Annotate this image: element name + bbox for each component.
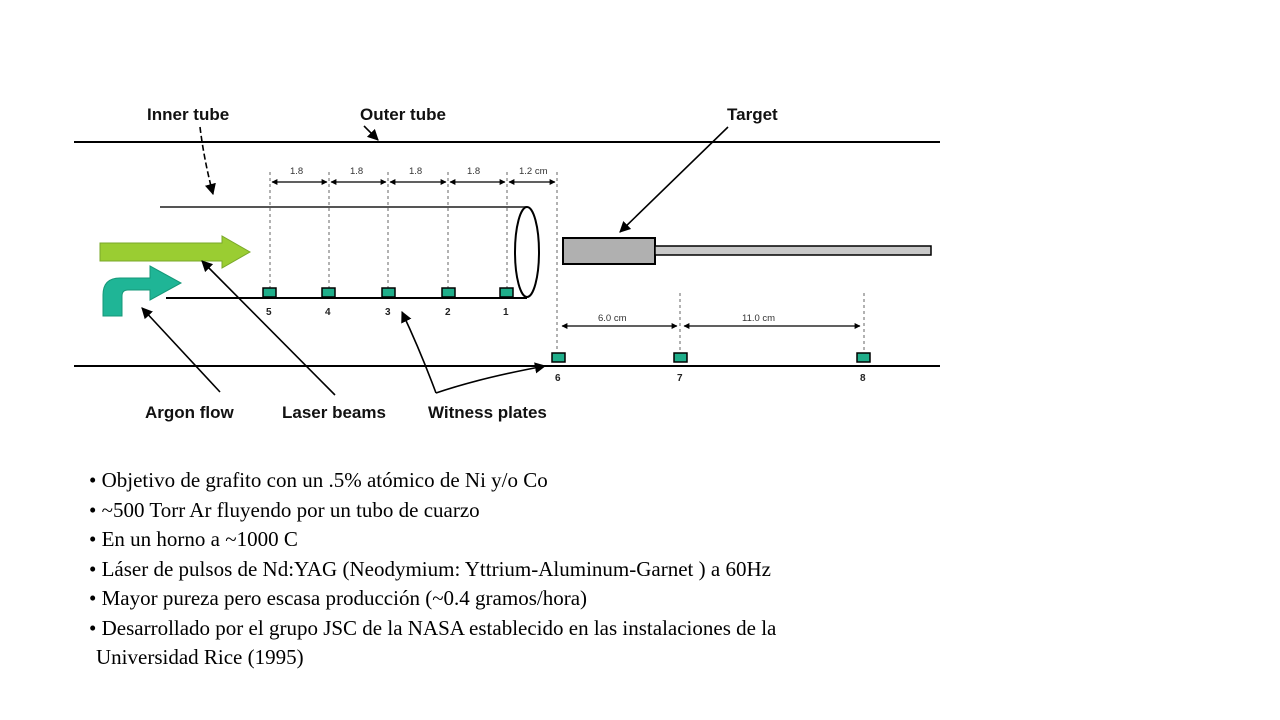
- dimension-label-3: 1.8: [409, 166, 422, 177]
- inner-tube-end-ellipse: [514, 206, 540, 298]
- dimension-label-4: 1.8: [467, 166, 480, 177]
- plate-number-5: 5: [266, 307, 272, 318]
- bullet-item-developed-continuation: Universidad Rice (1995): [96, 645, 304, 669]
- plate-number-2: 2: [445, 307, 451, 318]
- target-block: [562, 237, 656, 265]
- inner-tube-label: Inner tube: [147, 105, 229, 124]
- bullet-list: • Objetivo de grafito con un .5% atómico…: [89, 466, 1089, 673]
- plate-number-8: 8: [860, 373, 866, 384]
- dimension-label-1: 1.8: [290, 166, 303, 177]
- dimension-label-6cm: 6.0 cm: [598, 313, 627, 324]
- bullet-item-argon: • ~500 Torr Ar fluyendo por un tubo de c…: [89, 497, 480, 522]
- argon-flow-arrow: [102, 265, 183, 317]
- bullet-item-purity: • Mayor pureza pero escasa producción (~…: [89, 586, 588, 610]
- argon-flow-label: Argon flow: [145, 403, 235, 422]
- target-rod: [654, 245, 932, 256]
- laser-ablation-diagram: 1.8 1.8 1.8 1.8 1.2 cm 6.0 cm 11.0 cm 5 …: [74, 105, 940, 422]
- witness-plates-label: Witness plates: [428, 403, 547, 422]
- plate-number-7: 7: [677, 373, 683, 384]
- label-pointer-arrows: [141, 125, 729, 396]
- dimension-guides-bottom: [679, 293, 865, 352]
- dimension-label-11cm: 11.0 cm: [742, 313, 775, 324]
- outer-tube-label: Outer tube: [360, 105, 446, 124]
- plate-number-1: 1: [503, 307, 509, 318]
- dimension-guides-top: [269, 172, 558, 352]
- bullet-item-developed: • Desarrollado por el grupo JSC de la NA…: [89, 615, 777, 640]
- target-label: Target: [727, 105, 778, 124]
- dimension-label-5: 1.2 cm: [519, 166, 548, 177]
- laser-direction-arrow: [99, 235, 252, 269]
- dimension-label-2: 1.8: [350, 166, 363, 177]
- plate-number-3: 3: [385, 307, 391, 318]
- laser-beams-label: Laser beams: [282, 403, 386, 422]
- witness-plates-outer: [551, 352, 871, 363]
- bullet-item-laser: • Láser de pulsos de Nd:YAG (Neodymium: …: [89, 556, 771, 581]
- witness-plates-inner: [262, 287, 514, 298]
- bullet-item-furnace: • En un horno a ~1000 C: [89, 527, 298, 551]
- plate-number-6: 6: [555, 373, 561, 384]
- plate-number-4: 4: [325, 307, 331, 318]
- bullet-item-target: • Objetivo de grafito con un .5% atómico…: [89, 468, 548, 492]
